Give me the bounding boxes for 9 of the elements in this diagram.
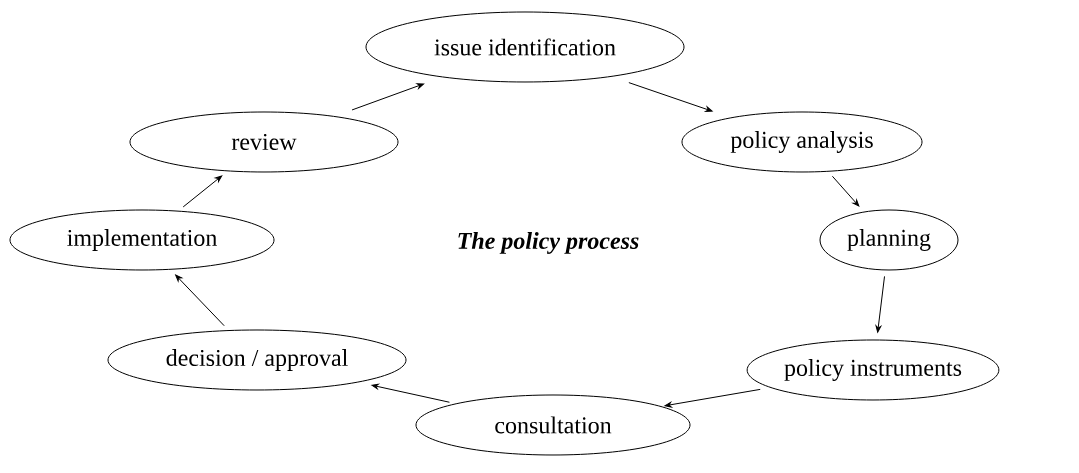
arrow: [182, 175, 223, 208]
arrow: [664, 388, 761, 408]
arrow: [351, 83, 425, 111]
arrow: [831, 175, 860, 207]
arrow: [371, 383, 450, 403]
diagram-title: The policy process: [458, 232, 639, 254]
arrow: [628, 82, 713, 112]
arrow: [175, 274, 225, 327]
arrow: [875, 275, 885, 333]
